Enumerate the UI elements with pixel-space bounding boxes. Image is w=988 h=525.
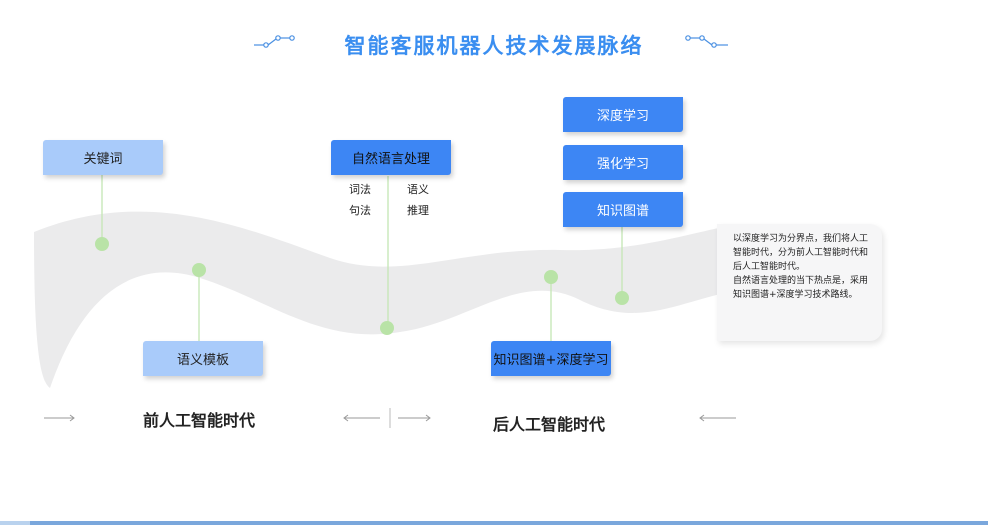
- title-right-decoration-icon: [685, 35, 728, 48]
- node-kg-dl: 知识图谱+深度学习: [491, 341, 611, 376]
- arrow-left-2-icon: [699, 414, 736, 422]
- node-semantic-template: 语义模板: [143, 341, 263, 376]
- era-post-ai: 后人工智能时代: [493, 415, 606, 434]
- title-area: 智能客服机器人技术发展脉络: [0, 24, 988, 68]
- node-keywords: 关键词: [43, 140, 163, 175]
- note-card: 以深度学习为分界点，我们将人工智能时代，分为前人工智能时代和后人工智能时代。 自…: [717, 224, 882, 341]
- wave-band: [34, 211, 740, 388]
- nlp-item-syntax: 句法: [349, 204, 371, 217]
- nlp-item-semantic: 语义: [407, 183, 429, 196]
- page-title: 智能客服机器人技术发展脉络: [344, 34, 644, 58]
- title-left-decoration-icon: [254, 35, 295, 48]
- dot-kg: [615, 291, 629, 305]
- node-reinforcement-learning: 强化学习: [563, 145, 683, 180]
- dot-kg-dl: [544, 270, 558, 284]
- arrow-right-1-icon: [44, 414, 75, 422]
- arrow-right-2-icon: [398, 414, 431, 422]
- dot-template: [192, 263, 206, 277]
- note-line-2: 自然语言处理的当下热点是，采用知识图谱+深度学习技术路线。: [733, 276, 869, 300]
- note-line-1: 以深度学习为分界点，我们将人工智能时代，分为前人工智能时代和后人工智能时代。: [733, 234, 869, 272]
- node-deep-learning: 深度学习: [563, 97, 683, 132]
- nlp-item-lexical: 词法: [349, 183, 371, 196]
- era-pre-ai: 前人工智能时代: [143, 411, 256, 430]
- nlp-item-reasoning: 推理: [407, 204, 429, 217]
- footer-line: [0, 521, 988, 525]
- dot-nlp: [380, 321, 394, 335]
- dot-keywords: [95, 237, 109, 251]
- node-nlp: 自然语言处理: [331, 140, 451, 175]
- node-knowledge-graph: 知识图谱: [563, 192, 683, 227]
- arrow-left-1-icon: [343, 414, 380, 422]
